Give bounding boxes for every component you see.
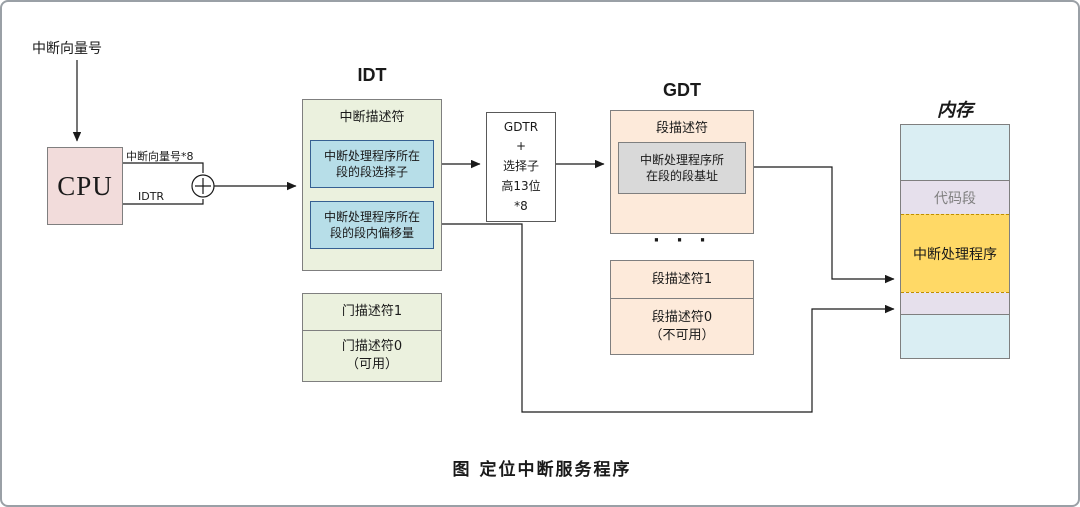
gdt-header: 段描述符 <box>655 121 708 136</box>
arrow-gdt-base-to-memory <box>754 166 895 284</box>
gdt-title: GDT <box>663 80 701 100</box>
memory-column: 代码段 中断处理程序 <box>900 124 1010 359</box>
segment-descriptor-0: 段描述符0 （不可用） <box>611 298 753 354</box>
gdt-segment-descriptors: 段描述符1 段描述符0 （不可用） <box>610 260 754 355</box>
idt-gate-descriptors: 门描述符1 门描述符0 （可用） <box>302 293 442 382</box>
idt-table: 中断描述符 中断处理程序所在 段的段选择子 中断处理程序所在 段的段内偏移量 <box>302 99 442 271</box>
adder-icon <box>191 174 215 198</box>
line-cpu-vector-to-adder <box>123 162 204 173</box>
memory-title: 内存 <box>937 100 973 121</box>
cpu-box: CPU <box>47 147 123 225</box>
gdt-ellipsis: · · · <box>652 230 712 251</box>
adder-plus-icon <box>195 178 211 194</box>
gate-descriptor-1: 门描述符1 <box>341 304 403 320</box>
figure-caption: 图 定位中断服务程序 <box>452 460 632 480</box>
gdt-table: 段描述符 中断处理程序所 在段的段基址 <box>610 110 754 234</box>
idtr-label: IDTR <box>138 190 165 203</box>
memory-segment-code: 代码段 <box>901 180 1009 214</box>
memory-segment-interrupt-handler: 中断处理程序 <box>901 214 1009 292</box>
idt-title: IDT <box>357 65 387 85</box>
memory-segment-top <box>901 125 1009 180</box>
gate-descriptor-0: 门描述符0 （可用） <box>303 330 441 381</box>
segment-descriptor-1: 段描述符1 <box>651 271 713 287</box>
idt-segment-selector-box: 中断处理程序所在 段的段选择子 <box>310 140 434 188</box>
idt-header: 中断描述符 <box>339 110 405 125</box>
gdt-segment-base-box: 中断处理程序所 在段的段基址 <box>618 142 746 194</box>
vector-times-8-label: 中断向量号*8 <box>126 150 194 163</box>
interrupt-vector-label: 中断向量号 <box>32 41 102 57</box>
idt-segment-offset-box: 中断处理程序所在 段的段内偏移量 <box>310 201 434 249</box>
memory-segment-below-handler <box>901 292 1009 314</box>
memory-segment-bottom <box>901 314 1009 358</box>
selector-calculation-box: GDTR + 选择子 高13位 *8 <box>486 112 556 222</box>
